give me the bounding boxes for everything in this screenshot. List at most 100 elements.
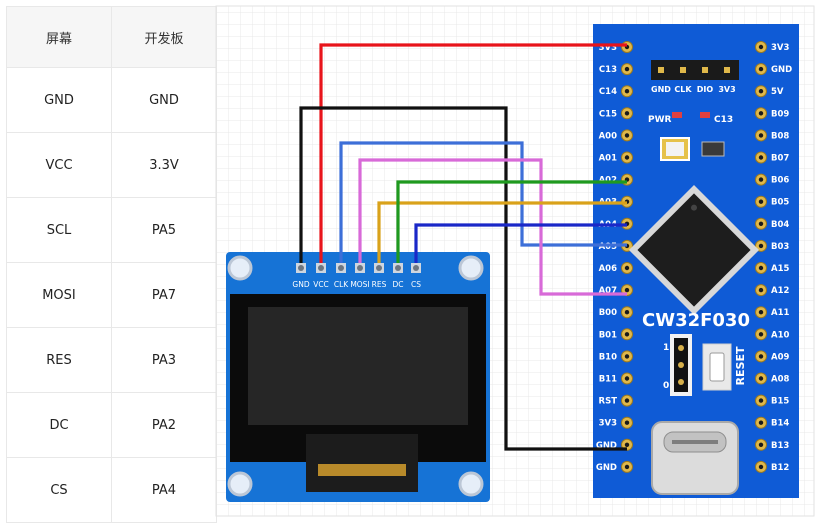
board-right-pin-label: B04 [771, 220, 789, 230]
header-screen: 屏幕 [6, 6, 112, 68]
board-pin-cell: PA5 [111, 197, 217, 263]
board-right-pin-hole [758, 398, 764, 403]
wire-clk [339, 141, 627, 263]
mount-hole-bl [227, 471, 253, 497]
screen-pin-cell: CS [6, 457, 112, 523]
board-left-pin-label: B11 [599, 375, 617, 385]
reset-button[interactable] [702, 343, 732, 391]
board-pin-cell: 3.3V [111, 132, 217, 198]
board-left-pin-label: 3V3 [599, 43, 617, 53]
oled-connector-strip [318, 464, 406, 476]
board-right-pin-label: A10 [771, 330, 789, 340]
board-right-pin-label: B03 [771, 242, 789, 252]
board-name: CW32F030 [642, 310, 750, 331]
board-right-pin-label: B07 [771, 154, 789, 164]
board-left-pin-hole [624, 287, 630, 293]
board-left-pin-label: C13 [599, 65, 617, 75]
board-right-pin-label: A11 [771, 308, 789, 318]
board-right-pin-label: B05 [771, 198, 789, 208]
wires [299, 43, 627, 451]
board-right-pin-hole [758, 133, 764, 138]
board-left-pin-label: B00 [599, 308, 617, 318]
oled-pin-hole [338, 265, 344, 271]
crystal-core [666, 142, 684, 156]
board-left-pin-hole [624, 265, 630, 271]
board-left-pin-hole [624, 420, 630, 425]
board-right-pin-hole [758, 420, 764, 425]
board-left-pin-hole [624, 354, 630, 359]
board-right-pin-hole [758, 354, 764, 359]
oled-pin-label: GND [292, 280, 309, 289]
wire-gnd [299, 106, 627, 451]
board-right-pin-hole [758, 155, 764, 160]
board-right-pin-label: GND [771, 65, 792, 75]
board-left-pin-hole [624, 133, 630, 138]
board-left-pin-hole [624, 442, 630, 447]
board-right-pin-label: B06 [771, 176, 789, 186]
board-right-pin-hole [758, 310, 764, 315]
board-right-pin-label: B12 [771, 463, 789, 473]
board-left-pin-label: A07 [599, 286, 617, 296]
board-left-pin-hole [624, 464, 630, 470]
oled-pin-hole [298, 265, 304, 271]
usb-c-port[interactable] [651, 421, 739, 495]
header-body [651, 60, 739, 80]
header-pin-label: GND [651, 85, 671, 94]
board-right-pin-label: B13 [771, 441, 789, 451]
oled-pin-label: DC [392, 280, 403, 289]
pwr-label: PWR [648, 115, 672, 125]
header-pin-label: 3V3 [718, 85, 735, 94]
cw32f030-board: 3V3C13C14C15A00A01A02A03A04A05A06A07B00B… [593, 24, 799, 498]
oled-pin-hole [395, 265, 401, 271]
user-led [700, 112, 710, 118]
mount-hole-tl [227, 255, 253, 281]
board-right-pin-label: B09 [771, 109, 789, 119]
board-right-pin-hole [758, 464, 764, 470]
header-pin [724, 67, 730, 73]
board-right-pin-hole [758, 44, 764, 50]
board-right-pin-hole [758, 199, 764, 204]
mount-hole-br [458, 471, 484, 497]
board-right-pin-label: A08 [771, 375, 789, 385]
header-pin-label: CLK [674, 85, 692, 94]
board-left-pin-hole [624, 66, 630, 72]
oled-pin-label: VCC [313, 280, 329, 289]
board-left-pin-label: RST [599, 397, 618, 407]
board-right-pin-hole [758, 89, 764, 94]
oled-pin-label: CLK [334, 280, 349, 289]
board-right-pin-hole [758, 287, 764, 293]
oled-pin-hole [376, 265, 382, 271]
smd-part [701, 141, 725, 157]
board-right-pin-label: A09 [771, 352, 789, 362]
board-right-pin-label: 5V [771, 87, 784, 97]
jumper-label-1: 1 [663, 343, 669, 353]
board-right-pin-hole [758, 265, 764, 271]
reset-label: RESET [734, 346, 747, 385]
board-right-pin-label: 3V3 [771, 43, 789, 53]
board-left-pin-label: A01 [599, 154, 617, 164]
pwr-led [672, 112, 682, 118]
board-right-pin-label: B15 [771, 397, 789, 407]
board-left-pin-label: B01 [599, 330, 617, 340]
board-right-pin-hole [758, 376, 764, 381]
board-left-pin-label: GND [596, 441, 617, 451]
board-right-pin-hole [758, 177, 764, 182]
board-left-pin-hole [624, 111, 630, 116]
board-left-pin-label: B10 [599, 352, 617, 362]
mount-hole-tr [458, 255, 484, 281]
jumper-label-0: 0 [663, 381, 669, 391]
board-left-pin-hole [624, 398, 630, 403]
board-left-pin-label: GND [596, 463, 617, 473]
screen-pin-cell: DC [6, 392, 112, 458]
board-left-pin-hole [624, 89, 630, 94]
wire-vcc [319, 43, 627, 263]
board-left-pin-label: A00 [599, 131, 617, 141]
